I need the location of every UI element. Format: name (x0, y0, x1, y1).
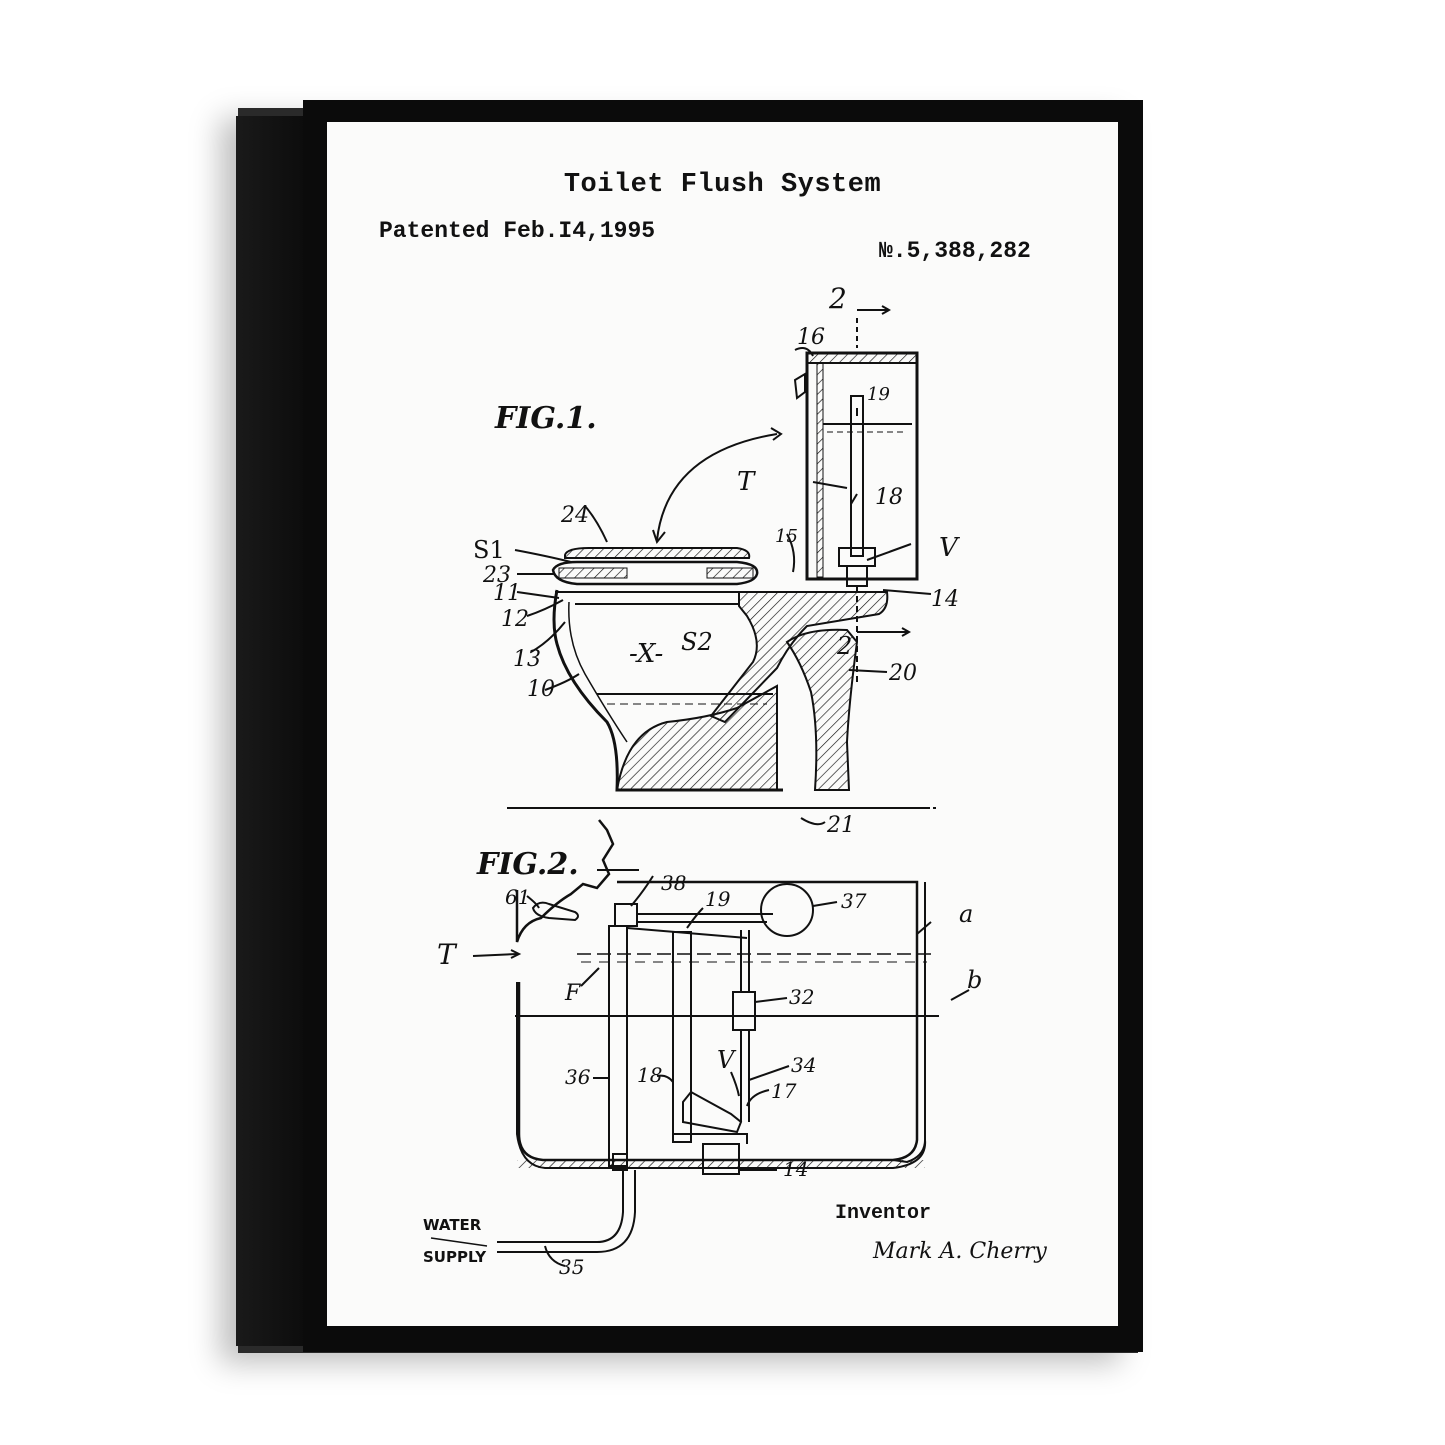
supply-label: SUPPLY (423, 1248, 487, 1266)
fig1-label: -X- (629, 639, 663, 669)
fig2-label: 17 (771, 1079, 797, 1103)
inventor-label: Inventor (835, 1202, 932, 1225)
fig1-label: 18 (875, 485, 903, 510)
fig2-caption: FIG.2. (476, 847, 579, 882)
fig2-label: 38 (661, 871, 686, 895)
patent-drawing: FIG.1. FIG.2. 2 16 19 T 18 V 24 S1 15 23… (423, 282, 1047, 1279)
fig2-label: 19 (705, 887, 731, 911)
fig2-labels: 38 61 19 37 a T F b 32 36 18 V 34 17 14 … (437, 871, 982, 1279)
frame-side (236, 116, 306, 1346)
fig1-label: 24 (560, 503, 589, 528)
patented-date: Patented Feb.I4,1995 (379, 218, 656, 244)
patent-number: №.5,388,282 (879, 238, 1031, 264)
fig1-label: 11 (493, 581, 521, 606)
fig1-label: 14 (931, 587, 959, 612)
fig1-labels: 2 16 19 T 18 V 24 S1 15 23 11 14 12 -X- … (473, 282, 960, 838)
fig1-label: S1 (473, 536, 505, 564)
fig1-label: 21 (826, 813, 855, 838)
fig2-label: 37 (841, 889, 867, 913)
fig2-label: 18 (637, 1063, 662, 1087)
inventor-signature: Mark A. Cherry (872, 1239, 1047, 1264)
fig1-label: 19 (867, 384, 890, 405)
fig2-label: 34 (791, 1053, 816, 1077)
fig2-label: 36 (565, 1065, 591, 1089)
poster-title: Toilet Flush System (563, 170, 882, 200)
fig1-label: 23 (482, 563, 511, 588)
fig2-label: 32 (789, 985, 814, 1009)
fig1-label: 15 (775, 526, 798, 547)
fig1-label: 2 (836, 632, 852, 660)
fig1-label: 20 (888, 661, 917, 686)
fig1-label: 2 (828, 282, 847, 315)
fig1-label: 10 (527, 677, 555, 702)
fig1-caption: FIG.1. (494, 401, 597, 436)
fig2-label: b (967, 966, 982, 994)
fig1-label: 13 (513, 647, 541, 672)
fig1-label: 12 (501, 607, 529, 632)
fig2-label: T (437, 938, 458, 971)
fig2-label: 61 (505, 885, 530, 909)
fig2-tank-drawing (472, 819, 970, 1267)
water-label: WATER (423, 1216, 482, 1234)
fig2-label: V (717, 1046, 737, 1074)
fig1-label: V (939, 533, 960, 563)
fig1-toilet-drawing (507, 305, 939, 826)
fig2-label: a (959, 900, 973, 928)
fig2-label: F (564, 981, 581, 1006)
fig2-label: 14 (783, 1157, 808, 1181)
fig1-label: 16 (797, 325, 825, 350)
fig1-label: T (737, 467, 756, 497)
fig2-label: 35 (559, 1255, 584, 1279)
fig1-label: S2 (681, 628, 713, 656)
patent-canvas: Toilet Flush System Patented Feb.I4,1995… (327, 122, 1118, 1326)
